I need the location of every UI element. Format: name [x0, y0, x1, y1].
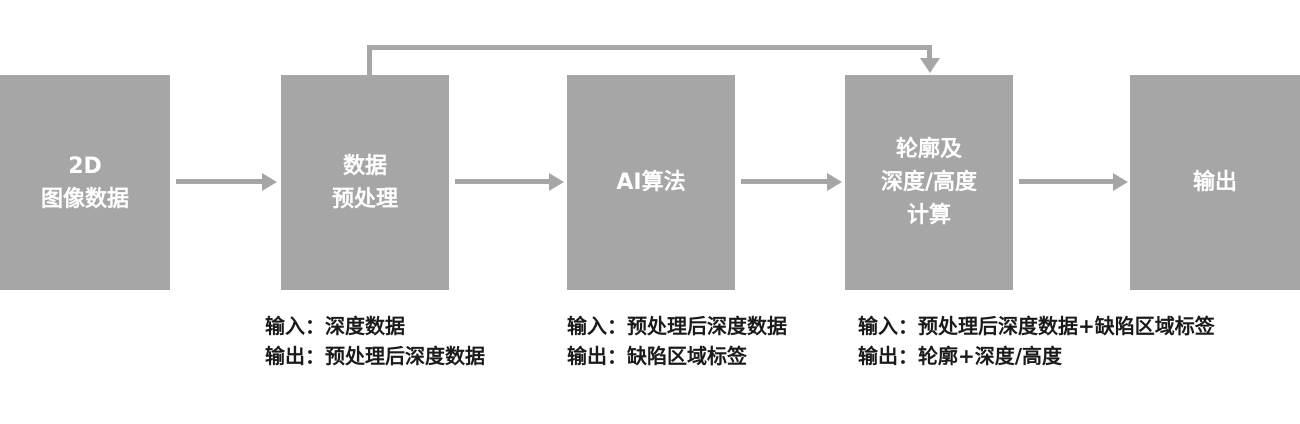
note-output-line: 输出：预处理后深度数据: [265, 344, 485, 368]
note-output-line: 输出：缺陷区域标签: [567, 344, 747, 368]
node-label-line: AI算法: [616, 170, 686, 195]
node-label-line: 输出: [1192, 170, 1237, 195]
feedback-vertical-left-segment: [367, 45, 372, 75]
node-contour-depth-calc: 轮廓及 深度/高度 计算: [845, 75, 1013, 290]
node-label-line: 数据: [342, 153, 387, 179]
node-output: 输出: [1130, 75, 1300, 290]
node-label-line: 计算: [906, 203, 951, 228]
arrow-ai-to-contour: [741, 172, 842, 191]
note-ai-algorithm-io: 输入：预处理后深度数据 输出：缺陷区域标签: [567, 311, 787, 371]
note-contour-calc-io: 输入：预处理后深度数据+缺陷区域标签 输出：轮廓+深度/高度: [858, 311, 1215, 371]
arrow-contour-to-output: [1019, 172, 1128, 191]
note-input-line: 输入：深度数据: [265, 314, 405, 338]
arrowhead-right-icon: [827, 172, 842, 191]
node-label-line: 2D: [68, 153, 102, 179]
arrow-2d-to-preprocessing: [176, 172, 277, 191]
note-preprocessing-io: 输入：深度数据 输出：预处理后深度数据: [265, 311, 485, 371]
node-2d-image-data: 2D 图像数据: [0, 75, 170, 290]
node-label-line: 预处理: [331, 186, 398, 212]
node-ai-algorithm: AI算法: [567, 75, 735, 290]
feedback-horizontal-segment: [367, 45, 932, 50]
node-label-line: 轮廓及: [895, 137, 962, 162]
node-label-line: 深度/高度: [880, 170, 978, 195]
feedback-vertical-right-segment: [927, 45, 932, 61]
arrowhead-down-icon: [920, 58, 940, 73]
arrow-preprocessing-to-ai: [455, 172, 564, 191]
node-data-preprocessing: 数据 预处理: [281, 75, 449, 290]
note-input-line: 输入：预处理后深度数据+缺陷区域标签: [858, 314, 1215, 338]
arrowhead-right-icon: [1113, 172, 1128, 191]
arrowhead-right-icon: [262, 172, 277, 191]
note-output-line: 输出：轮廓+深度/高度: [858, 344, 1063, 368]
node-label-line: 图像数据: [40, 186, 129, 212]
arrowhead-right-icon: [549, 172, 564, 191]
note-input-line: 输入：预处理后深度数据: [567, 314, 787, 338]
